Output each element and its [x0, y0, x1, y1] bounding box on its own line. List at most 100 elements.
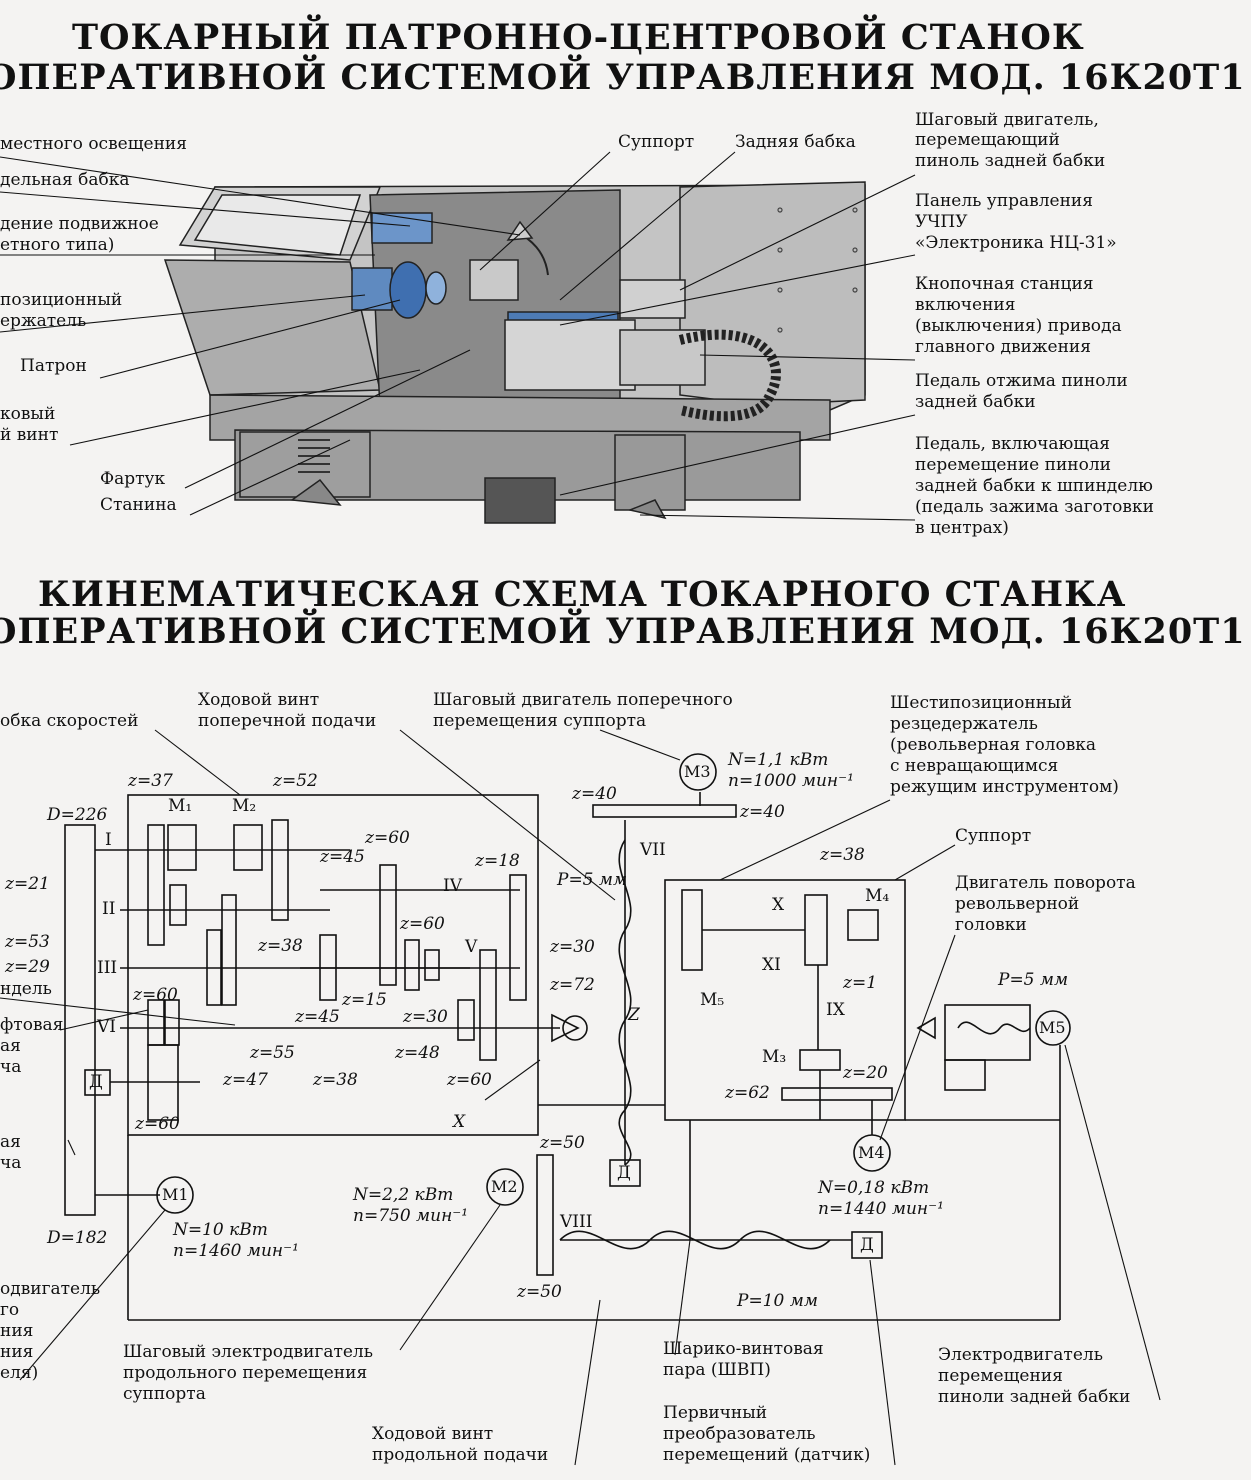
gear-z60d: z=60 [447, 1070, 492, 1090]
label-tailstock: Задняя бабка [735, 132, 856, 152]
gear-z1: z=1 [843, 973, 878, 993]
label-pedal1-b: задней бабки [915, 392, 1036, 412]
label-turret6-3: (револьверная головка [890, 735, 1097, 755]
label-pedal2-c: задней бабки к шпинделю [915, 476, 1153, 496]
gear-z45b: z=45 [295, 1007, 340, 1027]
label-turret-1: позиционный [0, 290, 123, 310]
gear-z62: z=62 [725, 1083, 770, 1103]
gear-z38c: z=38 [820, 845, 865, 865]
clutch-m2: M₂ [232, 796, 257, 816]
label-quill-motor-1: Электродвигатель [938, 1345, 1103, 1365]
clutch-m3: M₃ [762, 1047, 787, 1067]
clutch-m1: M₁ [168, 796, 193, 816]
motor-M5: M5 [1039, 1018, 1066, 1037]
gear-d182: D=182 [47, 1228, 108, 1248]
shaft-VIII: VIII [560, 1212, 593, 1232]
label-turret-2: ержатель [0, 311, 87, 331]
label-pedal1-a: Педаль отжима пиноли [915, 371, 1128, 391]
label-turret6-2: резцедержатель [890, 714, 1038, 734]
m4-rpm: n=1440 мин⁻¹ [818, 1199, 944, 1219]
label-turn-motor-2: револьверной [955, 894, 1080, 914]
label-pedal2-a: Педаль, включающая [915, 434, 1110, 454]
label-belt-1: фтовая [0, 1015, 64, 1035]
label-stepper-3: пиноль задней бабки [915, 151, 1106, 171]
label-panel-3: «Электроника НЦ-31» [915, 233, 1117, 253]
label-button-2: включения [915, 295, 1016, 315]
label-quill-motor-2: перемещения [938, 1366, 1063, 1386]
motor-M2: M2 [491, 1177, 518, 1196]
label-sensor-1: Первичный [663, 1403, 768, 1423]
shaft-VI: VI [97, 1017, 116, 1037]
gear-z55: z=55 [250, 1043, 295, 1063]
label-motor-2: го [0, 1300, 20, 1320]
gear-z50b: z=50 [517, 1282, 562, 1302]
m1-power: N=10 кВт [173, 1220, 268, 1240]
shaft-II: II [102, 899, 116, 919]
gear-z21: z=21 [5, 874, 50, 894]
sensor-D3: Д [860, 1235, 874, 1255]
label-guard-1: дение подвижное [0, 214, 159, 234]
m4-power: N=0,18 кВт [818, 1178, 930, 1198]
title1-line1: ТОКАРНЫЙ ПАТРОННО-ЦЕНТРОВОЙ СТАНОК [72, 17, 1085, 58]
label-long-screw-1: Ходовой винт [372, 1424, 494, 1444]
label-stepper-1: Шаговый двигатель, [915, 110, 1099, 130]
gear-z53: z=53 [5, 932, 50, 952]
gear-z18: z=18 [475, 851, 520, 871]
gear-z29: z=29 [5, 957, 50, 977]
label-cross-motor-1: Шаговый двигатель поперечного [433, 690, 733, 710]
label-belt2-1: ая [0, 1132, 21, 1152]
gear-z37: z=37 [128, 771, 173, 791]
label-cross-motor-2: перемещения суппорта [433, 711, 647, 731]
gear-z52: z=52 [273, 771, 318, 791]
m3-power: N=1,1 кВт [728, 750, 829, 770]
sensor-D2: Д [617, 1163, 631, 1183]
label-quill-motor-3: пиноли задней бабки [938, 1387, 1131, 1407]
label-turn-motor-3: головки [955, 915, 1027, 935]
pitch-5: P=5 мм [557, 870, 628, 890]
shaft-V: V [465, 937, 478, 957]
label-apron: Фартук [100, 469, 166, 489]
m2-rpm: n=750 мин⁻¹ [353, 1206, 469, 1226]
label-leadscrew-1: ковый [0, 404, 56, 424]
title2-line1: КИНЕМАТИЧЕСКАЯ СХЕМА ТОКАРНОГО СТАНКА [38, 574, 1127, 615]
label-turret6-1: Шестипозиционный [890, 693, 1072, 713]
m2-power: N=2,2 кВт [353, 1185, 454, 1205]
label-leadscrew-2: й винт [0, 425, 59, 445]
label-panel-1: Панель управления [915, 191, 1093, 211]
gear-z50a: z=50 [540, 1133, 585, 1153]
motor-M4: M4 [858, 1143, 885, 1162]
label-gearbox: обка скоростей [0, 711, 139, 731]
gear-z40a: z=40 [572, 784, 617, 804]
label-cross-screw-1: Ходовой винт [198, 690, 320, 710]
gear-z40b: z=40 [740, 802, 785, 822]
shaft-XI: XI [762, 955, 781, 975]
gear-z60e: z=60 [135, 1114, 180, 1134]
gear-z20: z=20 [843, 1063, 888, 1083]
clutch-m4: M₄ [865, 886, 890, 906]
gear-z38a: z=38 [258, 936, 303, 956]
shaft-I: I [105, 830, 112, 850]
label-carriage: Суппорт [618, 132, 695, 152]
shaft-X: X [772, 895, 785, 915]
shaft-IX: IX [826, 1000, 845, 1020]
label-spindle: ндель [0, 979, 52, 999]
label-guard-2: етного типа) [0, 235, 115, 255]
gear-z72: z=72 [550, 975, 595, 995]
gear-z38b: z=38 [313, 1070, 358, 1090]
pitch-5b: P=5 мм [998, 970, 1069, 990]
label-headstock: дельная бабка [0, 170, 130, 190]
label-belt2-2: ча [0, 1153, 22, 1173]
gear-d226: D=226 [47, 805, 108, 825]
motor-M1: M1 [162, 1185, 189, 1204]
title2-line2: ОПЕРАТИВНОЙ СИСТЕМОЙ УПРАВЛЕНИЯ МОД. 16К… [0, 611, 1246, 652]
label-chuck: Патрон [20, 356, 87, 376]
label-ballscrew-1: Шарико-винтовая [663, 1339, 824, 1359]
label-support: Суппорт [955, 826, 1032, 846]
label-sensor-2: преобразователь [663, 1424, 816, 1444]
label-ballscrew-2: пара (ШВП) [663, 1360, 771, 1380]
shaft-VII: VII [640, 840, 666, 860]
label-long-screw-2: продольной подачи [372, 1445, 549, 1465]
